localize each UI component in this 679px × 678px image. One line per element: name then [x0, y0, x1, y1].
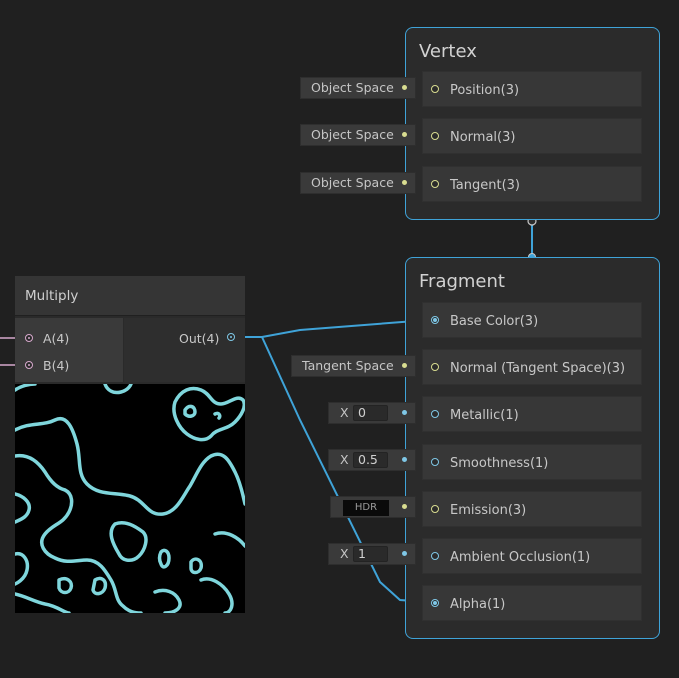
normal-space-label: Object Space [311, 127, 394, 142]
tangent-space-label: Object Space [311, 175, 394, 190]
block-alpha-label: Alpha(1) [450, 597, 506, 612]
vertex-title: Vertex [419, 41, 477, 62]
input-a-port[interactable] [25, 334, 33, 342]
block-smoothness-label: Smoothness(1) [450, 456, 549, 471]
multiply-node-header[interactable]: Multiply [15, 276, 245, 316]
input-a-label: A(4) [43, 331, 70, 346]
block-tangent-label: Tangent(3) [450, 178, 520, 193]
tangent-space-chip[interactable]: Object Space [300, 172, 416, 194]
multiply-outputs: Out(4) [124, 318, 245, 382]
output-label: Out(4) [179, 331, 220, 346]
multiply-preview [15, 384, 245, 613]
input-b-port[interactable] [25, 361, 33, 369]
block-metallic[interactable]: Metallic(1) [422, 396, 642, 432]
normal-tangent-space-label: Tangent Space [302, 358, 394, 373]
multiply-node-title: Multiply [25, 288, 79, 304]
fragment-title: Fragment [419, 271, 505, 292]
tangent-port[interactable] [431, 180, 439, 188]
block-base-color-label: Base Color(3) [450, 314, 539, 329]
emission-port[interactable] [431, 505, 439, 513]
block-metallic-label: Metallic(1) [450, 408, 519, 423]
metallic-value-field[interactable]: 0 [353, 405, 388, 421]
ambient-occlusion-value-field[interactable]: 1 [353, 546, 388, 562]
preview-contour-image [15, 384, 245, 613]
output-port[interactable] [227, 333, 235, 341]
smoothness-x-label: X [340, 452, 349, 467]
block-emission-label: Emission(3) [450, 503, 527, 518]
ambient-occlusion-port[interactable] [431, 552, 439, 560]
metallic-x-label: X [340, 405, 349, 420]
block-ambient-occlusion-label: Ambient Occlusion(1) [450, 550, 591, 565]
position-space-chip[interactable]: Object Space [300, 77, 416, 99]
input-b-label: B(4) [43, 358, 70, 373]
ambient-occlusion-x-label: X [340, 546, 349, 561]
vertex-context[interactable]: Vertex Position(3) Normal(3) Tangent(3) [405, 27, 660, 220]
block-tangent[interactable]: Tangent(3) [422, 166, 642, 202]
normal-port[interactable] [431, 132, 439, 140]
block-position[interactable]: Position(3) [422, 71, 642, 107]
ambient-occlusion-value-chip[interactable]: X 1 [328, 543, 416, 565]
multiply-node[interactable]: Multiply A(4) B(4) Out(4) [15, 276, 245, 613]
block-normal-label: Normal(3) [450, 130, 516, 145]
multiply-inputs: A(4) B(4) [15, 318, 123, 382]
position-space-label: Object Space [311, 80, 394, 95]
position-port[interactable] [431, 85, 439, 93]
block-emission[interactable]: Emission(3) [422, 491, 642, 527]
block-normal[interactable]: Normal(3) [422, 118, 642, 154]
fragment-context[interactable]: Fragment Base Color(3) Normal (Tangent S… [405, 257, 660, 639]
block-smoothness[interactable]: Smoothness(1) [422, 444, 642, 480]
wire-out-to-basecolor [236, 319, 429, 338]
metallic-port[interactable] [431, 410, 439, 418]
alpha-port-fill [433, 601, 437, 605]
block-normal-tangent-label: Normal (Tangent Space)(3) [450, 361, 626, 376]
normal-tangent-port[interactable] [431, 363, 439, 371]
block-alpha[interactable]: Alpha(1) [422, 585, 642, 621]
normal-space-chip[interactable]: Object Space [300, 124, 416, 146]
block-ambient-occlusion[interactable]: Ambient Occlusion(1) [422, 538, 642, 574]
smoothness-value-chip[interactable]: X 0.5 [328, 449, 416, 471]
base-color-port-fill [433, 318, 437, 322]
smoothness-port[interactable] [431, 458, 439, 466]
block-base-color[interactable]: Base Color(3) [422, 302, 642, 338]
normal-tangent-space-chip[interactable]: Tangent Space [291, 355, 416, 377]
smoothness-value-field[interactable]: 0.5 [353, 452, 388, 468]
block-normal-tangent[interactable]: Normal (Tangent Space)(3) [422, 349, 642, 385]
emission-color-chip[interactable]: HDR [330, 496, 416, 518]
metallic-value-chip[interactable]: X 0 [328, 402, 416, 424]
block-position-label: Position(3) [450, 83, 520, 98]
emission-hdr-swatch[interactable]: HDR [343, 500, 389, 516]
